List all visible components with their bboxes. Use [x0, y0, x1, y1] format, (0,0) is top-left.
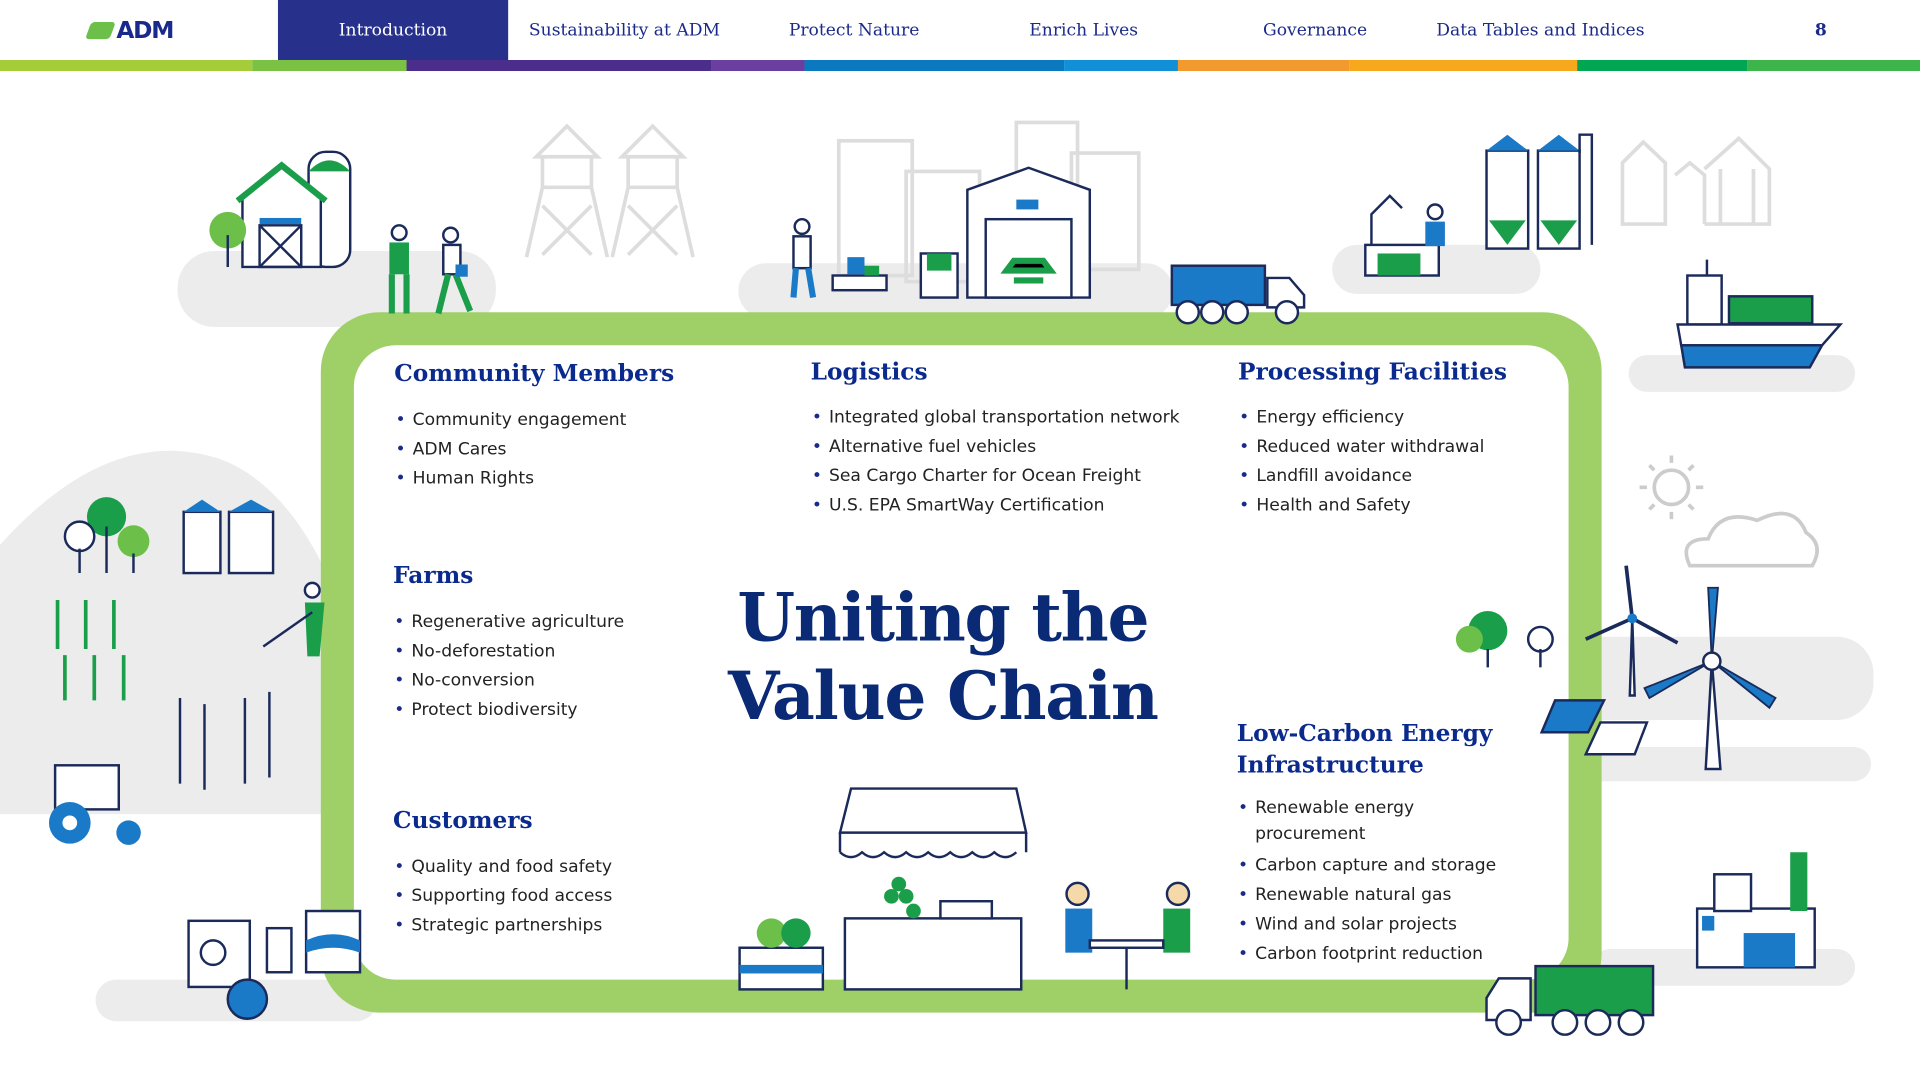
list-item: Quality and food safety: [393, 852, 612, 881]
list-item: Regenerative agriculture: [393, 607, 624, 636]
list-item: Community engagement: [394, 405, 627, 434]
list-item: Reduced water withdrawal: [1238, 432, 1484, 461]
tab-introduction[interactable]: Introduction: [277, 0, 509, 61]
page-number: 8: [1814, 20, 1827, 40]
list-item: Health and Safety: [1238, 491, 1485, 520]
community-members-list: Community engagement ADM Cares Human Rig…: [394, 405, 627, 493]
list-item: No-conversion: [393, 666, 624, 695]
adm-logo[interactable]: ADM: [85, 17, 174, 44]
list-item: Protect biodiversity: [393, 696, 624, 725]
logistics-list: Integrated global transportation network…: [811, 403, 1180, 521]
processing-facilities-heading: Processing Facilities: [1237, 358, 1508, 386]
green-truck-icon: [1485, 964, 1655, 1036]
community-members-heading: Community Members: [394, 360, 675, 387]
list-item: Integrated global transportation network: [811, 403, 1180, 432]
wind-solar-icon: [1455, 565, 1777, 771]
list-item: Wind and solar projects: [1237, 910, 1500, 939]
list-item: Renewable natural gas: [1237, 880, 1500, 909]
main-title: Uniting the Value Chain: [728, 577, 1159, 735]
list-item: Strategic partnerships: [393, 911, 612, 940]
list-item: Carbon capture and storage: [1237, 851, 1500, 880]
list-item: Supporting food access: [393, 882, 612, 911]
list-item: U.S. EPA SmartWay Certification: [811, 491, 1180, 520]
processing-plant-icon: [1364, 133, 1594, 277]
warehouse-city-icon: [790, 120, 1141, 299]
tab-protect-nature[interactable]: Protect Nature: [788, 20, 920, 40]
adm-leaf-icon: [85, 22, 116, 40]
list-item: Alternative fuel vehicles: [811, 432, 1180, 461]
list-item: Renewable energy procurement: [1237, 796, 1500, 847]
customers-heading: Customers: [393, 806, 533, 834]
processing-facilities-list: Energy efficiency Reduced water withdraw…: [1238, 403, 1485, 521]
customers-list: Quality and food safety Supporting food …: [393, 852, 612, 940]
truck-icon: [1170, 264, 1306, 325]
factory-icon: [1695, 852, 1816, 969]
top-navigation: ADM Introduction Sustainability at ADM P…: [0, 0, 1920, 61]
list-item: ADM Cares: [394, 435, 626, 464]
barn-icon: [209, 150, 352, 269]
tab-enrich-lives[interactable]: Enrich Lives: [1029, 20, 1139, 40]
cargo-ship-icon: [1676, 259, 1844, 369]
water-towers-icon: [524, 123, 695, 258]
list-item: No-deforestation: [393, 637, 624, 666]
farmers-icon: [388, 224, 474, 315]
list-item: Human Rights: [394, 464, 626, 493]
farms-heading: Farms: [393, 562, 474, 589]
list-item: Sea Cargo Charter for Ocean Freight: [811, 462, 1180, 491]
tab-data-tables[interactable]: Data Tables and Indices: [1436, 20, 1645, 40]
sun-cloud-icon: [1639, 455, 1819, 568]
market-cafe-icon: [738, 787, 1191, 991]
low-carbon-energy-list: Renewable energy procurement Carbon capt…: [1237, 796, 1500, 969]
farm-fields-icon: [48, 497, 325, 845]
list-item: Carbon footprint reduction: [1237, 939, 1500, 968]
farms-list: Regenerative agriculture No-deforestatio…: [393, 607, 624, 725]
tab-governance[interactable]: Governance: [1263, 20, 1368, 40]
food-products-icon: [187, 909, 362, 1021]
list-item: Landfill avoidance: [1238, 462, 1485, 491]
list-item: Energy efficiency: [1238, 403, 1485, 432]
logistics-heading: Logistics: [810, 358, 928, 386]
tab-sustainability[interactable]: Sustainability at ADM: [528, 20, 721, 40]
grain-elevators-icon: [1620, 135, 1772, 226]
